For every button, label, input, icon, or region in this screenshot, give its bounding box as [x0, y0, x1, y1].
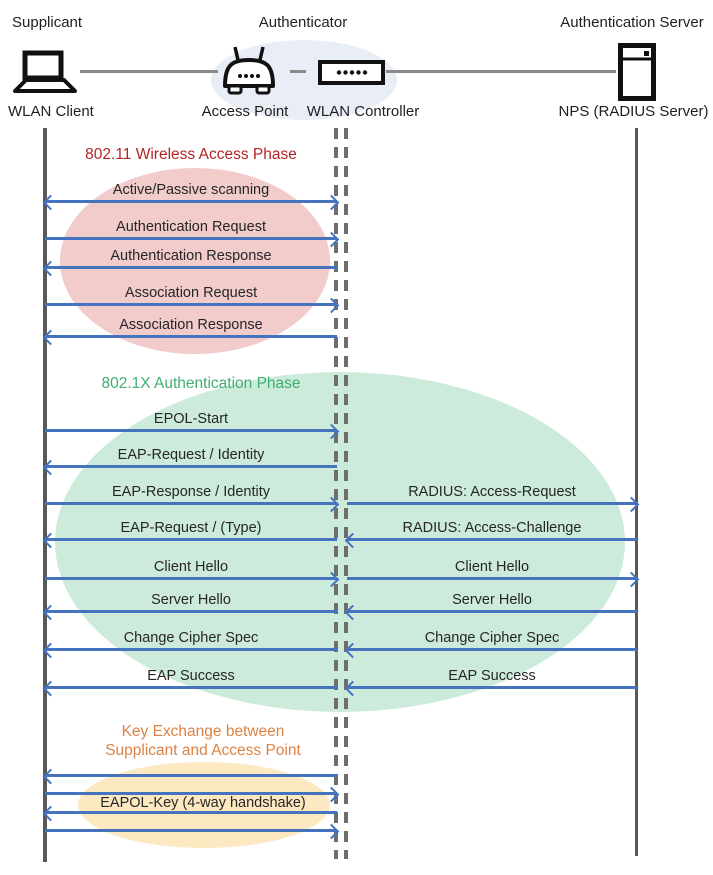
arrow-left-icon	[45, 465, 337, 468]
message-authentication-request: Authentication Request	[45, 218, 337, 240]
arrow-left-icon	[45, 335, 337, 338]
arrow-left-icon	[45, 266, 337, 269]
nps-radius-server-label: NPS (RADIUS Server)	[558, 103, 709, 120]
message-radius-access-challenge: RADIUS: Access-Challenge	[347, 519, 637, 541]
phase1-ellipse	[60, 168, 330, 354]
message-epol-start: EPOL-Start	[45, 410, 337, 432]
arrow-right-icon	[45, 303, 337, 306]
arrow-eapol-key-1	[45, 774, 337, 777]
arrow-eapol-key-4	[45, 829, 337, 832]
message-eap-response-identity: EAP-Response / Identity	[45, 483, 337, 505]
arrow-left-icon	[45, 686, 337, 689]
server-icon	[618, 43, 656, 101]
arrow-left-icon	[347, 686, 637, 689]
authenticator-lifeline-dashed-left	[334, 128, 338, 859]
connector-line-controller-server	[386, 70, 616, 73]
access-point-icon	[223, 46, 275, 95]
arrow-right-icon	[45, 577, 337, 580]
message-eap-success-right: EAP Success	[347, 667, 637, 689]
authenticator-lifeline-dashed-right	[344, 128, 348, 859]
arrow-left-icon	[347, 538, 637, 541]
arrow-left-icon	[45, 610, 337, 613]
arrow-right-icon	[45, 237, 337, 240]
server-lifeline	[635, 128, 638, 856]
laptop-icon	[13, 50, 77, 93]
arrow-left-icon	[45, 648, 337, 651]
arrow-right-icon	[347, 502, 637, 505]
message-radius-access-request: RADIUS: Access-Request	[347, 483, 637, 505]
wlan-client-label: WLAN Client	[8, 103, 94, 120]
arrow-right-icon	[45, 502, 337, 505]
message-server-hello-right: Server Hello	[347, 591, 637, 613]
eapol-key-label: EAPOL-Key (4-way handshake)	[100, 795, 306, 811]
phase3-title: Key Exchange between Supplicant and Acce…	[60, 722, 346, 760]
wlan-controller-label: WLAN Controller	[306, 103, 420, 120]
arrow-both-icon	[45, 200, 337, 203]
message-authentication-response: Authentication Response	[45, 247, 337, 269]
connector-line-client-ap	[80, 70, 218, 73]
message-eap-success-left: EAP Success	[45, 667, 337, 689]
arrow-right-icon	[347, 577, 637, 580]
arrow-left-icon	[347, 648, 637, 651]
message-change-cipher-spec-right: Change Cipher Spec	[347, 629, 637, 651]
arrow-right-icon	[45, 429, 337, 432]
message-change-cipher-spec-left: Change Cipher Spec	[45, 629, 337, 651]
authenticator-role-label: Authenticator	[258, 14, 348, 31]
message-eap-request-identity: EAP-Request / Identity	[45, 446, 337, 468]
message-client-hello-right: Client Hello	[347, 558, 637, 580]
message-eap-request-type: EAP-Request / (Type)	[45, 519, 337, 541]
access-point-label: Access Point	[201, 103, 289, 120]
phase2-title: 802.1X Authentication Phase	[101, 375, 301, 392]
supplicant-lifeline	[43, 128, 47, 862]
supplicant-role-label: Supplicant	[12, 14, 83, 31]
phase3-title-line2: Supplicant and Access Point	[105, 742, 301, 759]
message-client-hello-left: Client Hello	[45, 558, 337, 580]
message-association-response: Association Response	[45, 316, 337, 338]
connector-line-ap-controller	[290, 70, 306, 73]
message-active-passive-scanning: Active/Passive scanning	[45, 181, 337, 203]
message-association-request: Association Request	[45, 284, 337, 306]
arrow-eapol-key-2	[45, 792, 337, 795]
authentication-server-role-label: Authentication Server	[560, 14, 704, 31]
message-server-hello-left: Server Hello	[45, 591, 337, 613]
wlan-controller-icon	[318, 60, 385, 85]
arrow-eapol-key-3	[45, 811, 337, 814]
arrow-left-icon	[45, 538, 337, 541]
phase3-title-line1: Key Exchange between	[121, 723, 285, 740]
arrow-left-icon	[347, 610, 637, 613]
phase1-title: 802.11 Wireless Access Phase	[85, 146, 297, 163]
